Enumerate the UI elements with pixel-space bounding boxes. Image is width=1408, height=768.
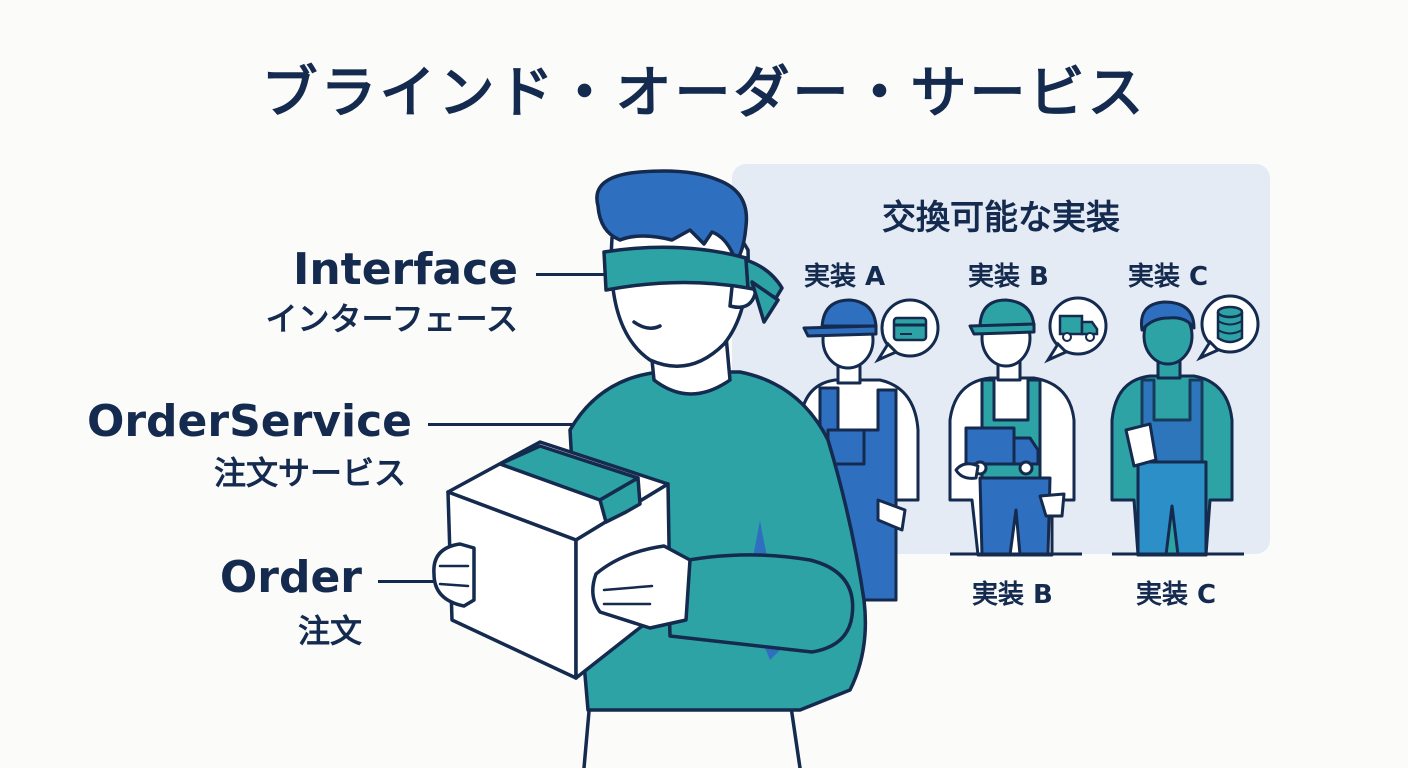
interface-leader-line bbox=[536, 273, 606, 276]
order-leader-line bbox=[378, 580, 434, 583]
page-title: ブラインド・オーダー・サービス bbox=[261, 61, 1147, 126]
speech-bubble-database bbox=[1196, 294, 1260, 362]
order-service-label-ja: 注文サービス bbox=[213, 454, 406, 492]
worker-b bbox=[948, 298, 1076, 557]
interface-label-ja: インターフェース bbox=[265, 300, 518, 338]
impl-label-b-bottom: 実装 B bbox=[972, 580, 1053, 610]
impl-label-a: 実装 A bbox=[804, 262, 886, 292]
order-label: Order bbox=[219, 552, 362, 603]
truck-icon bbox=[1058, 314, 1099, 342]
impl-label-b: 実装 B bbox=[968, 262, 1049, 292]
order-service-leader-line bbox=[428, 423, 576, 426]
worker-c bbox=[1110, 300, 1234, 557]
impl-label-c-bottom: 実装 C bbox=[1136, 580, 1217, 610]
interface-label: Interface bbox=[292, 244, 518, 295]
truck-box-prop bbox=[964, 426, 1040, 476]
order-label-ja: 注文 bbox=[297, 612, 362, 650]
order-service-label: OrderService bbox=[86, 396, 412, 447]
panel-title: 交換可能な実装 bbox=[882, 198, 1120, 238]
speech-bubble-card bbox=[874, 298, 940, 364]
speech-bubble-truck bbox=[1044, 296, 1108, 364]
database-icon bbox=[1216, 305, 1244, 344]
credit-card-icon bbox=[892, 316, 928, 342]
blindfolded-person bbox=[432, 169, 868, 768]
impl-label-c: 実装 C bbox=[1128, 262, 1209, 292]
